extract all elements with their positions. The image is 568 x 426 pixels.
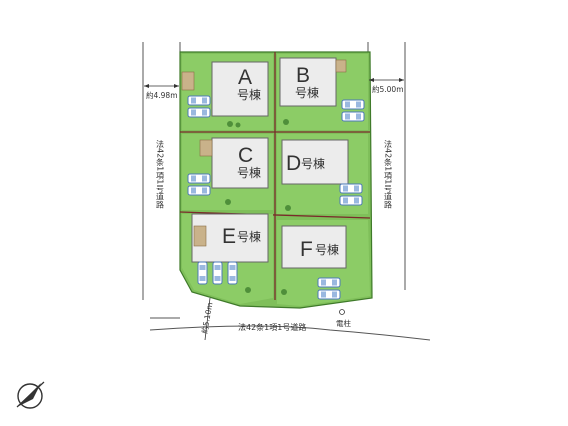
dimension-right-label: 約5.00m <box>372 84 404 94</box>
lot-a-letter: A <box>238 66 252 89</box>
dimension-bottom-label: 約5.10m <box>199 302 214 335</box>
lot-b-suffix: 号棟 <box>295 85 319 100</box>
lot-b-letter: B <box>296 64 310 87</box>
dimension-left: 約4.98m <box>144 84 179 100</box>
lot-f-suffix: 号棟 <box>315 242 339 257</box>
lot-d <box>277 134 368 214</box>
house-c <box>211 137 269 189</box>
utility-pole-label: 電柱 <box>336 318 351 328</box>
lot-c-suffix: 号棟 <box>237 165 261 180</box>
lot-e-suffix: 号棟 <box>237 229 261 244</box>
road-label-right: 法42条1項1号道路 <box>384 139 393 208</box>
lot-a-suffix: 号棟 <box>237 87 261 102</box>
compass-icon <box>16 381 45 409</box>
house-b <box>279 57 337 107</box>
lot-f-letter: F <box>300 238 313 261</box>
lot-c-letter: C <box>238 144 253 167</box>
dimension-left-label: 約4.98m <box>146 90 178 100</box>
lot-b <box>277 54 368 130</box>
road-edges <box>142 42 431 341</box>
house-d <box>281 139 349 185</box>
road-label-bottom: 法42条1項1号道路 <box>238 322 306 332</box>
lot-dividers <box>179 52 371 300</box>
lot-d-suffix: 号棟 <box>301 156 325 171</box>
house-f <box>281 225 347 269</box>
road-label-left: 法42条1項1号道路 <box>156 139 165 208</box>
lot-e-letter: E <box>222 225 236 248</box>
lot-a <box>181 54 273 130</box>
lot-labels: A 号棟 B 号棟 C 号棟 D 号棟 E 号棟 F 号棟 <box>222 64 339 261</box>
stairs-a <box>181 71 195 91</box>
house-a <box>211 61 269 117</box>
lot-f <box>277 220 370 306</box>
lot-c <box>182 134 273 210</box>
dimension-bottom: 約5.10m <box>199 297 214 341</box>
dimension-right: 約5.00m <box>369 78 404 94</box>
lot-d-letter: D <box>286 152 301 175</box>
lot-e <box>182 213 273 304</box>
utility-pole: 電柱 <box>336 309 351 328</box>
